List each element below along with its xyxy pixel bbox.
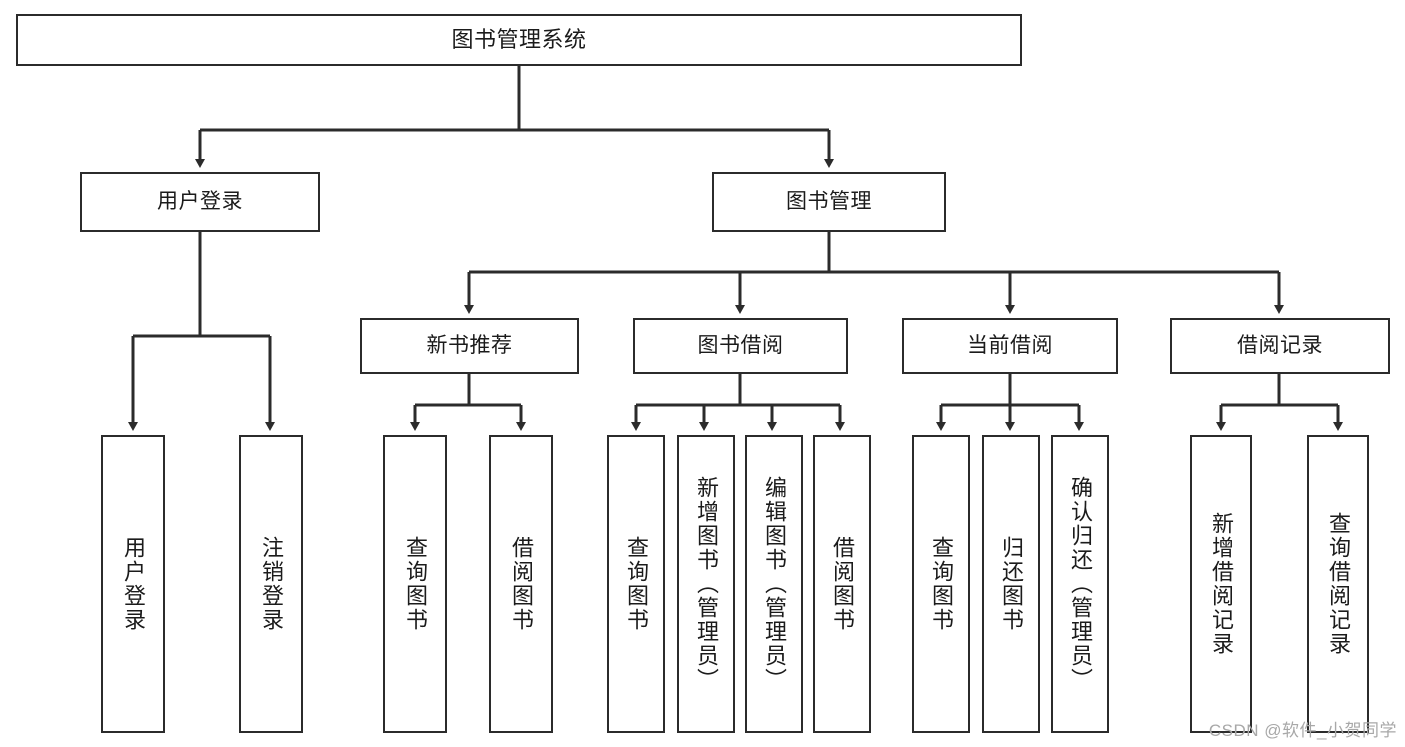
leaf-borrow-query-book[interactable]: 查询图书 — [607, 435, 665, 733]
leaf-recommend-query-book[interactable]: 查询图书 — [383, 435, 447, 733]
leaf-recommend-borrow-book[interactable]: 借阅图书 — [489, 435, 553, 733]
node-borrow-record[interactable]: 借阅记录 — [1170, 318, 1390, 374]
node-root-system[interactable]: 图书管理系统 — [16, 14, 1022, 66]
node-new-book-recommend[interactable]: 新书推荐 — [360, 318, 579, 374]
leaf-user-login-logout[interactable]: 注销登录 — [239, 435, 303, 733]
leaf-borrow-borrow-book[interactable]: 借阅图书 — [813, 435, 871, 733]
leaf-current-return-book[interactable]: 归还图书 — [982, 435, 1040, 733]
node-book-management[interactable]: 图书管理 — [712, 172, 946, 232]
leaf-current-query-book[interactable]: 查询图书 — [912, 435, 970, 733]
leaf-borrow-add-book-admin[interactable]: 新增图书（管理员） — [677, 435, 735, 733]
node-book-borrow[interactable]: 图书借阅 — [633, 318, 848, 374]
node-user-login[interactable]: 用户登录 — [80, 172, 320, 232]
leaf-borrow-edit-book-admin[interactable]: 编辑图书（管理员） — [745, 435, 803, 733]
leaf-user-login-login[interactable]: 用户登录 — [101, 435, 165, 733]
leaf-record-query-record[interactable]: 查询借阅记录 — [1307, 435, 1369, 733]
leaf-current-confirm-return-admin[interactable]: 确认归还（管理员） — [1051, 435, 1109, 733]
leaf-record-add-record[interactable]: 新增借阅记录 — [1190, 435, 1252, 733]
node-current-borrow[interactable]: 当前借阅 — [902, 318, 1118, 374]
watermark-credit: CSDN @软件_小贺同学 — [1208, 721, 1397, 740]
